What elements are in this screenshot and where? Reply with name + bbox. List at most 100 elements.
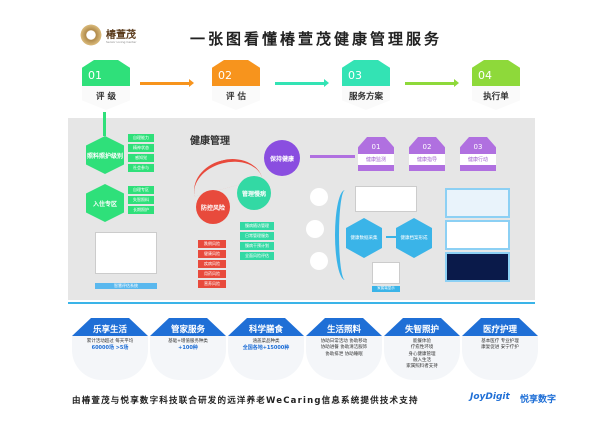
card-body: 基础+增值服务种类+100种: [150, 336, 226, 380]
step-label: 执行单: [472, 86, 520, 110]
card-line: 基础+增值服务种类: [168, 339, 208, 344]
step-label: 评 估: [212, 86, 260, 110]
step-label: 评 级: [82, 86, 130, 110]
plan-label: 健康指导: [409, 154, 445, 165]
card-line: 疗愈性环境: [410, 345, 434, 351]
card-title: 科学膳食: [228, 318, 304, 336]
health-title: 健康管理: [190, 136, 230, 147]
app-screenshot: [372, 262, 400, 284]
item-tag: 失智照料: [128, 196, 154, 204]
chronic-label: 管理慢病: [241, 190, 266, 198]
card-line: 康复促进 安宁疗护: [481, 345, 519, 351]
card-title: 管家服务: [150, 318, 226, 336]
card-title: 失智照护: [384, 318, 460, 336]
page-title: 一张图看懂椿萱茂健康管理服务: [190, 30, 443, 48]
step-number-text: 03: [348, 69, 362, 82]
data-screenshot: [355, 186, 417, 212]
plan-number: 03: [473, 143, 483, 151]
card-line: 协助进餐 协助清洁服饰: [320, 345, 368, 351]
chronic-circle: 管理慢病: [237, 176, 271, 210]
card-title: 生活照料: [306, 318, 382, 336]
item-tag: 健康风险: [198, 250, 226, 258]
item-tag: 日常管理服务: [240, 232, 274, 240]
logo-name: 椿萱茂: [106, 30, 136, 41]
keep-health-circle: 保持健康: [264, 140, 300, 176]
plan-label: 健康行动: [460, 154, 496, 165]
chart-screenshot: [445, 220, 510, 250]
step-number-text: 02: [218, 69, 232, 82]
step-2: 02 评 估: [212, 60, 260, 112]
step-3: 03 服务方案: [342, 60, 390, 112]
item-tag: 精神状态: [128, 144, 154, 152]
plan-step-2: 02 健康指导: [409, 137, 445, 171]
card-line: 能餐体验: [413, 339, 431, 344]
item-tag: 自理专区: [128, 186, 154, 194]
divider: [68, 302, 535, 304]
assessment-screenshot: [95, 232, 157, 274]
item-tag: 长期照护: [128, 206, 154, 214]
item-tag: 跌倒风险: [198, 240, 226, 248]
keep-health-label: 保持健康: [269, 155, 294, 163]
item-tag: 社会参与: [128, 164, 154, 172]
item-tag: 全面风险评估: [240, 252, 274, 260]
service-card: 管家服务基础+增值服务种类+100种: [150, 318, 226, 380]
card-body: 基本医疗 专业护理康复促进 安宁疗护: [462, 336, 538, 380]
device-icon: [306, 220, 324, 238]
item-tag: 慢病干预计划: [240, 242, 274, 250]
footer-text: 由椿萱茂与悦享数字科技联合研发的远洋养老WeCaring信息系统提供技术支持: [72, 396, 419, 406]
bigscreen-screenshot: [445, 252, 510, 282]
plan-number: 01: [371, 143, 381, 151]
device-icon: [310, 188, 328, 206]
card-line: 融入生活: [413, 357, 431, 363]
risk-circle: 防控风险: [196, 190, 230, 224]
archive-hex: 健康档案形成: [396, 218, 432, 258]
item-tag: 疾病风险: [198, 260, 226, 268]
card-number: +100种: [178, 345, 198, 352]
plan-number: 02: [422, 143, 432, 151]
brand-name: 悦享数字: [520, 395, 557, 405]
step-4: 04 执行单: [472, 60, 520, 112]
card-number: 60000场 >5场: [91, 345, 129, 352]
step-number-text: 04: [478, 69, 492, 82]
arc: [335, 190, 355, 280]
service-card: 科学膳食涵盖菜品种类全国各地+15000种: [228, 318, 304, 380]
card-body: 能餐体验疗愈性环境身心健康管理融入生活家属照料者支持: [384, 336, 460, 380]
card-body: 涵盖菜品种类全国各地+15000种: [228, 336, 304, 380]
risk-label: 防控风险: [200, 204, 225, 212]
step-number-text: 01: [88, 69, 102, 82]
item-tag: 感知觉: [128, 154, 154, 162]
step-number: 03: [342, 60, 390, 86]
dashboard-screenshot: [445, 188, 510, 218]
plan-step-1: 01 健康监测: [358, 137, 394, 171]
card-line: 协助排泄 协助睡眠: [325, 351, 363, 357]
step-1: 01 评 级: [82, 60, 130, 112]
card-title: 乐享生活: [72, 318, 148, 336]
item-tag: 慢病随访管理: [240, 222, 274, 230]
card-line: 家属照料者支持: [406, 364, 438, 370]
brand-logo: JoyDigit: [470, 392, 510, 402]
system-label: 智慧评估系统: [95, 283, 157, 289]
card-title: 医疗护理: [462, 318, 538, 336]
connector: [103, 112, 106, 136]
step-number: 01: [82, 60, 130, 86]
item-tag: 自理能力: [128, 134, 154, 142]
item-tag: 用药风险: [198, 270, 226, 278]
plan-step-3: 03 健康行动: [460, 137, 496, 171]
plan-label: 健康监测: [358, 154, 394, 165]
card-line: 涵盖菜品种类: [252, 339, 280, 344]
app-label: 家属端显示: [372, 286, 400, 292]
arrow-icon: [140, 79, 194, 87]
arrow-icon: [275, 79, 329, 87]
card-line: 身心健康管理: [408, 351, 436, 357]
logo-icon: [80, 22, 102, 48]
service-card: 医疗护理基本医疗 专业护理康复促进 安宁疗护: [462, 318, 538, 380]
step-label: 服务方案: [342, 86, 390, 110]
arrow-icon: [405, 79, 459, 87]
step-number: 04: [472, 60, 520, 86]
service-card: 失智照护能餐体验疗愈性环境身心健康管理融入生活家属照料者支持: [384, 318, 460, 380]
card-line: 累计活动超过 每天平均: [86, 339, 134, 344]
card-line: 协助日常活动 协助移动: [320, 339, 368, 344]
card-number: 全国各地+15000种: [242, 345, 290, 352]
